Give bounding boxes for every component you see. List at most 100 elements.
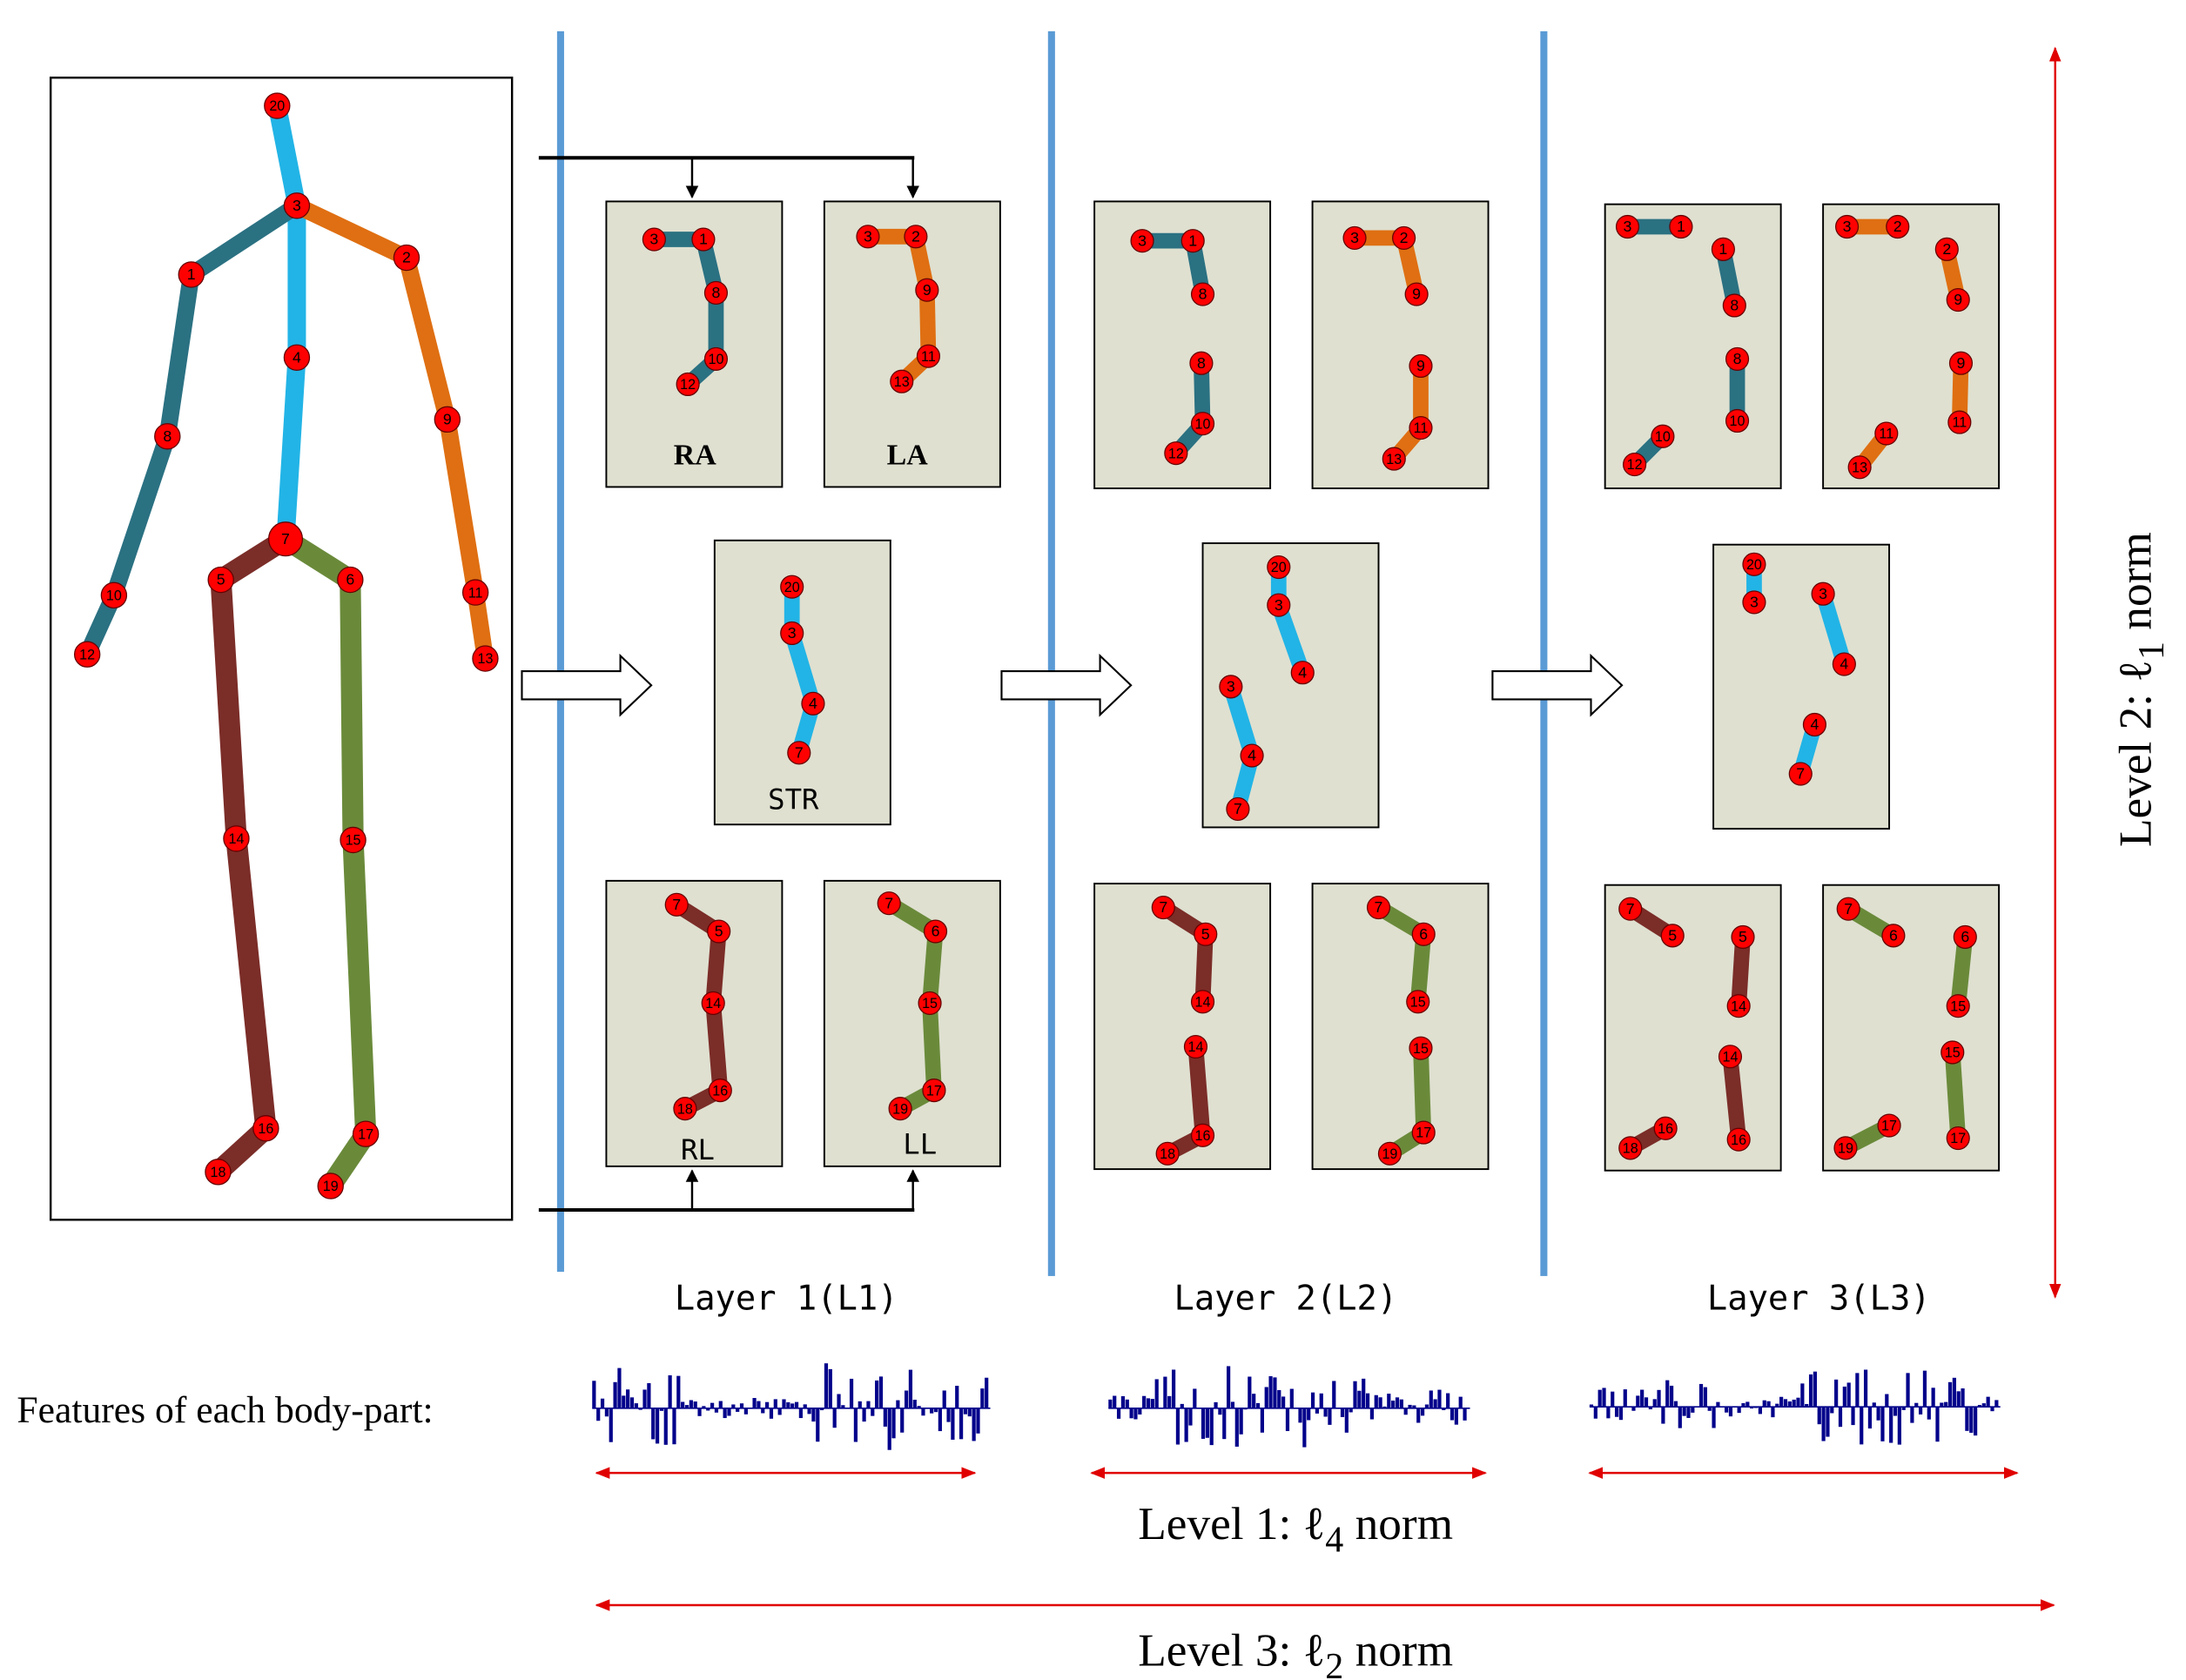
joint-marker: 8: [703, 280, 729, 306]
joint-label: 17: [1416, 1126, 1431, 1141]
joint-label: 5: [1739, 928, 1747, 945]
joint-label: 17: [1881, 1119, 1897, 1134]
skeleton-frame: [49, 77, 514, 1221]
joint-marker: 3: [780, 621, 804, 646]
joint-marker: 12: [676, 372, 700, 397]
joint-marker: 17: [1946, 1126, 1970, 1151]
joint-marker: 9: [1946, 287, 1970, 312]
joint-label: 6: [1961, 928, 1969, 945]
joint-marker: 18: [1618, 1136, 1643, 1160]
joint-marker: 13: [890, 369, 914, 393]
joint-marker: 13: [1382, 447, 1406, 471]
joint-marker: 12: [1623, 453, 1647, 477]
joint-marker: 19: [1377, 1141, 1402, 1166]
joint-label: 7: [1159, 898, 1167, 916]
joint-label: 14: [228, 831, 244, 847]
joint-marker: 14: [1183, 1034, 1208, 1059]
bone-segment: [1815, 591, 1852, 667]
joint-label: 7: [281, 530, 290, 548]
joint-label: 13: [477, 651, 493, 667]
joint-label: 13: [1852, 460, 1867, 475]
level2-norm-label: Level 2: ℓ1 norm: [2109, 532, 2173, 847]
joint-marker: 7: [1836, 897, 1860, 921]
joint-label: 3: [293, 197, 301, 214]
joint-label: 10: [1195, 416, 1211, 432]
joint-marker: 1: [691, 227, 716, 252]
joint-marker: 20: [1267, 554, 1291, 580]
joint-marker: 15: [1946, 994, 1970, 1018]
joint-marker: 14: [1718, 1045, 1743, 1069]
norm-arrows: [595, 46, 2062, 1611]
joint-label: 3: [1624, 218, 1632, 235]
joint-marker: 16: [1190, 1123, 1215, 1147]
joint-marker: 3: [1267, 593, 1291, 617]
joint-marker: 16: [252, 1115, 279, 1142]
joint-label: 19: [892, 1101, 908, 1117]
joint-label: 11: [468, 585, 483, 601]
joint-label: 8: [1197, 354, 1206, 372]
joint-label: 15: [1410, 994, 1426, 1010]
joint-marker: 1: [1180, 229, 1205, 253]
joint-marker: 20: [264, 92, 291, 119]
joint-label: 3: [1138, 232, 1147, 249]
joint-label: 10: [1655, 429, 1671, 445]
joint-marker: 1: [1669, 214, 1693, 239]
level1-norm-label: Level 1: ℓ4 norm: [1138, 1497, 1453, 1561]
joint-marker: 16: [1726, 1127, 1751, 1152]
joint-label: 7: [1375, 898, 1383, 916]
joint-marker: 18: [673, 1097, 697, 1121]
joint-label: 5: [1201, 925, 1210, 943]
layer-divider: [556, 30, 564, 1273]
joint-marker: 4: [801, 691, 825, 716]
joint-label: 4: [1298, 663, 1307, 681]
joint-label: 8: [1733, 350, 1742, 367]
joint-label: 3: [1843, 218, 1852, 235]
layer-title-1: Layer 1(L1): [675, 1280, 898, 1319]
joint-marker: 7: [664, 892, 689, 917]
joint-label: 15: [1945, 1045, 1961, 1061]
joint-marker: 3: [856, 225, 880, 249]
panel-background: [605, 200, 784, 488]
layer-dividers: [556, 30, 1548, 1276]
layer-title-2: Layer 2(L2): [1174, 1280, 1398, 1319]
layer-titles: Layer 1(L1) Layer 2(L2) Layer 3(L3): [675, 1280, 1931, 1319]
joint-marker: 20: [1742, 552, 1766, 576]
joint-label: 3: [788, 624, 797, 642]
joint-label: 9: [1416, 357, 1425, 374]
bone-segment: [1944, 1052, 1967, 1139]
joint-marker: 18: [1155, 1141, 1180, 1166]
joint-label: 20: [1746, 557, 1762, 573]
flow-arrow-right: [1000, 653, 1133, 717]
joint-label: 14: [1187, 1039, 1203, 1055]
panel-labels: RA LA STR RL LL: [674, 440, 937, 1166]
joint-marker: 9: [1404, 282, 1429, 306]
joint-marker: 15: [340, 826, 367, 854]
joint-marker: 17: [1411, 1120, 1436, 1145]
joint-label: 12: [680, 377, 696, 393]
joint-marker: 9: [1409, 353, 1433, 379]
joint-label: 5: [715, 923, 723, 940]
joint-marker: 17: [922, 1079, 946, 1103]
joint-label: 7: [1234, 800, 1242, 817]
joint-label: 15: [1950, 998, 1966, 1014]
joint-label: 16: [1195, 1128, 1211, 1144]
panel-background: [1822, 203, 2001, 490]
joint-label: 3: [1350, 229, 1359, 246]
joint-label: 12: [1168, 446, 1184, 461]
feature-signal-layer1: [592, 1363, 991, 1450]
joint-label: 9: [443, 411, 452, 428]
panel-background: [1712, 543, 1891, 830]
joint-marker: 7: [267, 521, 304, 557]
level3-norm-label: Level 3: ℓ2 norm: [1138, 1623, 1453, 1680]
joint-marker: 10: [703, 346, 729, 371]
joint-label: 8: [712, 284, 721, 301]
joint-marker: 17: [1877, 1113, 1901, 1138]
joint-marker: 6: [1411, 922, 1436, 946]
joint-label: 10: [106, 588, 122, 604]
